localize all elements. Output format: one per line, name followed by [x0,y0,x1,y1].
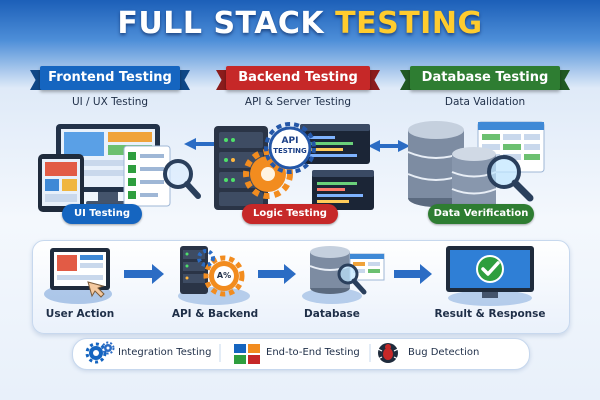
frontend-testing-label: Frontend Testing [48,70,172,85]
backend-testing-ribbon: Backend Testing [226,66,370,90]
integration-gears-icon [85,341,115,364]
legend-end-to-end-testing: End-to-End Testing [266,347,360,358]
database-testing-ribbon: Database Testing [410,66,560,90]
user-action-screen-icon [44,248,112,304]
flow-step-result-response: Result & Response [434,308,546,320]
code-window-icon-2 [312,170,374,210]
checklist-icon [123,145,171,207]
backend-subtitle: API & Server Testing [244,96,352,108]
data-verification-badge: Data Verification [428,204,534,224]
server-rack-icon [214,126,268,210]
frontend-testing-ribbon: Frontend Testing [40,66,180,90]
database-subtitle: Data Validation [444,96,526,108]
flow-step-database: Database [304,308,360,320]
api-testing-badge-text: API TESTING [270,136,310,156]
tablet-icon [38,154,84,212]
flow-step-user-action: User Action [45,308,115,320]
code-window-icon [300,124,370,164]
bidirectional-arrow-icon-2 [368,140,410,152]
legend-icons [85,341,399,364]
title-main: FULL STACK [117,6,325,41]
end-to-end-flow-icon [234,344,260,364]
magnifier-icon [163,159,201,199]
flow-arrow-icon-2 [258,264,296,284]
flow-step-api-backend: API & Backend [171,308,259,320]
bug-icon [377,343,399,363]
legend-bug-detection: Bug Detection [408,347,480,358]
legend-bar [72,338,530,370]
api-testing-badge [264,122,316,174]
result-monitor-icon [446,246,534,306]
legend-integration-testing: Integration Testing [118,347,212,358]
backend-testing-label: Backend Testing [238,70,358,85]
api-badge-line1: API [281,136,299,146]
api-badge-line2: TESTING [273,147,307,155]
flow-arrow-icon [124,264,164,284]
server-gear-icon [178,246,250,305]
ui-testing-badge: UI Testing [62,204,142,224]
gear-badge-text: A% [216,271,232,280]
database-testing-label: Database Testing [421,70,549,85]
top-illustrations [38,121,545,213]
flow-arrow-icon-3 [394,264,432,284]
page-title: FULL STACK TESTING [0,6,600,41]
title-accent: TESTING [335,6,483,41]
logic-testing-badge: Logic Testing [242,204,338,224]
flow-illustrations [44,246,534,306]
database-icon [302,246,385,304]
magnifier-icon-2 [487,155,534,202]
frontend-subtitle: UI / UX Testing [71,96,149,108]
